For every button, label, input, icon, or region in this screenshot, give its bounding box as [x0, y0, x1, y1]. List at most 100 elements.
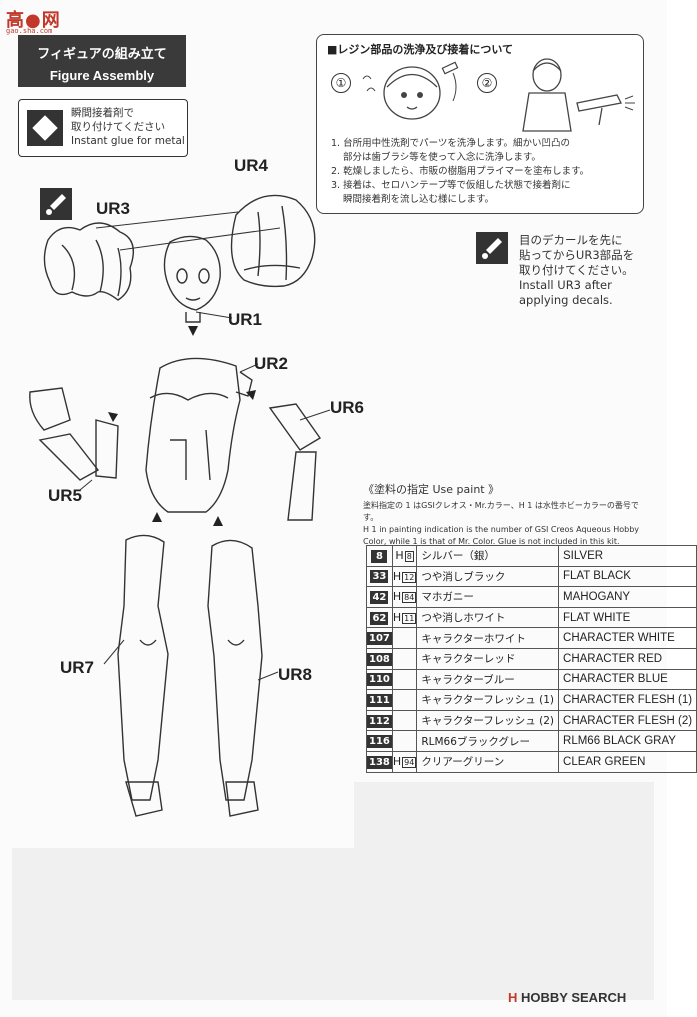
instruction-sheet: 高●网 gao.sha.com フィギュアの組み立て Figure Assemb…	[6, 10, 697, 1005]
decal-note-line: Install UR3 after	[519, 278, 612, 292]
washing-illustration	[362, 61, 459, 120]
paint-name-jp: キャラクターフレッシュ (1)	[416, 689, 560, 711]
paint-name-jp: マホガニー	[416, 586, 560, 608]
hobby-color-number: 8	[404, 551, 414, 563]
part-label-ur6: UR6	[330, 398, 365, 417]
wash-step-text: 部分は歯ブラシ等を使って入念に洗浄します。	[343, 152, 541, 163]
paint-name-jp: クリアーグリーン	[416, 750, 560, 773]
paint-name-en: CHARACTER RED	[558, 647, 697, 670]
hobby-color-prefix: H	[392, 569, 402, 583]
paint-row: 116 RLM66ブラックグレー RLM66 BLACK GRAY	[366, 730, 697, 752]
section-title-en: Figure Assembly	[49, 68, 155, 83]
paint-name-jp: つや消しブラック	[416, 565, 560, 588]
glue-note: 瞬間接着剤で 取り付けてください Instant glue for metal	[18, 99, 188, 157]
paint-note-line: Color, while 1 is that of Mr. Color. Glu…	[363, 537, 620, 546]
section-title-jp: フィギュアの組み立て	[37, 47, 167, 62]
paint-note-line: 塗料指定の 1 はGSIクレオス・Mr.カラー、H 1 は水性ホビーカラーの番号…	[363, 501, 639, 522]
hobby-color-empty	[391, 647, 418, 670]
part-label-ur3: UR3	[96, 199, 131, 218]
paint-row: 110 キャラクターブルー CHARACTER BLUE	[366, 668, 697, 691]
watermark-url: gao.sha.com	[6, 27, 53, 35]
glue-note-line: 取り付けてください	[71, 121, 166, 133]
decal-icon	[476, 232, 508, 264]
hobby-search-text: HOBBY SEARCH	[521, 990, 627, 1005]
paint-number: 33	[370, 570, 389, 584]
paint-number: 107	[367, 632, 392, 646]
paint-name-en: RLM66 BLACK GRAY	[558, 730, 697, 752]
section-title-box: フィギュアの組み立て Figure Assembly	[18, 35, 186, 87]
hobby-color-number: 12	[402, 571, 417, 583]
paint-name-jp: シルバー（銀）	[416, 545, 560, 567]
paint-name-en: SILVER	[558, 545, 697, 567]
hobby-color-empty	[391, 689, 418, 711]
paint-name-en: CHARACTER FLESH (2)	[558, 709, 697, 732]
instant-glue-icon	[27, 110, 63, 146]
figure-assembly-illustration	[29, 194, 331, 817]
paint-name-en: CHARACTER WHITE	[558, 627, 697, 649]
paint-number: 62	[370, 611, 389, 625]
paint-name-en: CHARACTER FLESH (1)	[558, 689, 697, 711]
paint-name-en: FLAT BLACK	[558, 565, 697, 588]
paint-number: 112	[367, 714, 392, 728]
blank-panel	[12, 848, 654, 1000]
step-1-number: ①	[331, 73, 351, 93]
brush-icon	[482, 238, 502, 259]
paint-name-en: CHARACTER BLUE	[558, 668, 697, 691]
step-2-number: ②	[477, 73, 497, 93]
paint-number: 8	[371, 549, 388, 563]
paint-number: 111	[367, 693, 392, 707]
resin-wash-box: ■レジン部品の洗浄及び接着について ① ② 1. 台所用中性洗剤でパーツを洗浄し…	[316, 34, 644, 214]
paint-name-jp: RLM66ブラックグレー	[416, 730, 560, 752]
paint-name-en: MAHOGANY	[558, 586, 697, 608]
hobby-color-prefix: H	[392, 611, 402, 625]
paint-number: 42	[370, 590, 389, 604]
paint-note-line: H 1 in painting indication is the number…	[363, 525, 640, 534]
hobby-color-number: 94	[402, 757, 417, 769]
paint-name-jp: キャラクターレッド	[416, 647, 560, 670]
paint-name-jp: つや消しホワイト	[416, 606, 560, 629]
paint-row: 108 キャラクターレッド CHARACTER RED	[366, 647, 697, 670]
watermark-logo: 高●网	[6, 10, 61, 31]
wash-step-text: 2. 乾燥しましたら、市販の樹脂用プライマーを塗布します。	[331, 166, 590, 177]
part-label-ur4: UR4	[234, 156, 269, 175]
decal-note: 目のデカールを先に 貼ってからUR3部品を 取り付けてください。 Install…	[519, 233, 634, 308]
paint-name-jp: キャラクターフレッシュ (2)	[416, 709, 560, 732]
decal-note-line: 取り付けてください。	[519, 263, 634, 277]
paint-name-jp: キャラクターブルー	[416, 668, 560, 691]
hobby-search-mark: H	[508, 990, 518, 1005]
paint-row: 111 キャラクターフレッシュ (1) CHARACTER FLESH (1)	[366, 689, 697, 711]
paint-name-jp: キャラクターホワイト	[416, 627, 560, 649]
paint-number: 138	[367, 755, 392, 769]
glue-note-line: Instant glue for metal	[71, 135, 185, 147]
paint-name-en: FLAT WHITE	[558, 606, 697, 629]
paint-number: 116	[367, 735, 392, 749]
glue-note-text: 瞬間接着剤で 取り付けてください Instant glue for metal	[71, 106, 185, 148]
part-label-ur5: UR5	[48, 486, 83, 505]
part-label-ur7: UR7	[60, 658, 95, 677]
paint-name-en: CLEAR GREEN	[558, 750, 697, 773]
part-label-ur1: UR1	[228, 310, 263, 329]
decal-note-line: 貼ってからUR3部品を	[519, 248, 635, 262]
part-label-ur8: UR8	[278, 665, 313, 684]
brush-icon	[46, 194, 66, 215]
paint-number: 110	[367, 673, 392, 687]
hobby-color-empty	[391, 730, 418, 752]
paint-number: 108	[367, 652, 392, 666]
hobby-color-prefix: H	[395, 549, 404, 563]
blank-panel	[354, 782, 654, 852]
hobby-color-empty	[391, 709, 418, 732]
paint-header: 《塗料の指定 Use paint 》	[363, 483, 500, 496]
wash-step-text: 瞬間接着剤を流し込む様にします。	[343, 194, 495, 205]
priming-illustration	[522, 58, 635, 132]
hobby-color-empty	[391, 668, 418, 691]
wash-step-text: 3. 接着は、セロハンテープ等で仮組した状態で接着剤に	[331, 180, 571, 191]
paint-row: 112 キャラクターフレッシュ (2) CHARACTER FLESH (2)	[366, 709, 697, 732]
wash-step-text: 1. 台所用中性洗剤でパーツを洗浄します。細かい凹凸の	[331, 138, 570, 149]
paint-note: 塗料指定の 1 はGSIクレオス・Mr.カラー、H 1 は水性ホビーカラーの番号…	[363, 500, 653, 548]
